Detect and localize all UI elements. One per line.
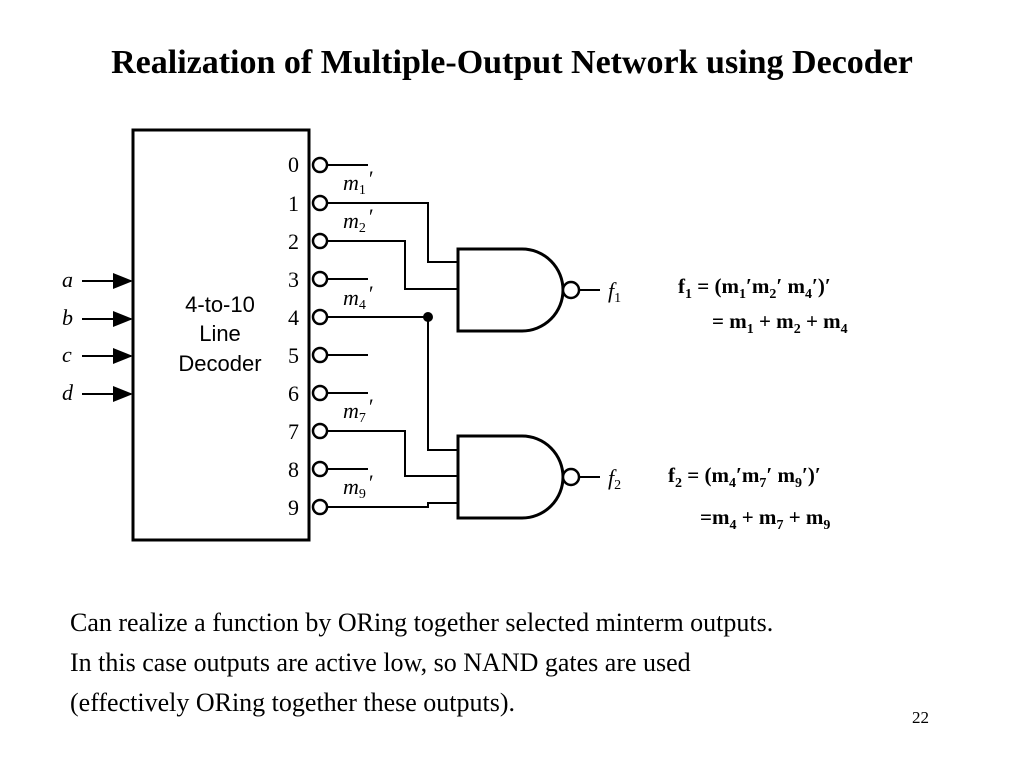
output-pin-2: 2 [288, 229, 299, 254]
nand-gate-1-bubble [561, 280, 581, 300]
output-pin-1: 1 [288, 191, 299, 216]
output-pin-0: 0 [288, 152, 299, 177]
minterm-label-m7: m7′ [343, 394, 374, 426]
output-bubble-0 [311, 156, 329, 174]
nand-gate-2 [456, 434, 600, 520]
input-label-c: c [62, 342, 72, 367]
equation-f2-line-1: f2 = (m4′m7′ m9′)′ [668, 463, 821, 491]
minterm-label-m9: m9′ [343, 470, 374, 502]
explanation-line-3: (effectively ORing together these output… [70, 688, 516, 717]
slide-title: Realization of Multiple-Output Network u… [111, 44, 913, 81]
output-bubble-7 [311, 422, 329, 440]
minterm-label-m2: m2′ [343, 204, 374, 236]
output-bubble-6 [311, 384, 329, 402]
input-label-a: a [62, 267, 73, 292]
decoder-label-line-3: Decoder [178, 351, 261, 376]
output-bubble-3 [311, 270, 329, 288]
input-label-d: d [62, 380, 74, 405]
equation-f2-line-2: =m4 + m7 + m9 [700, 505, 830, 533]
output-bubble-8 [311, 460, 329, 478]
output-pin-9: 9 [288, 495, 299, 520]
circuit-wires [327, 202, 458, 508]
explanation-line-1: Can realize a function by ORing together… [70, 608, 774, 637]
output-pin-8: 8 [288, 457, 299, 482]
decoder-inputs: a b c d [62, 267, 133, 405]
equation-f1-line-1: f1 = (m1′m2′ m4′)′ [678, 274, 831, 302]
decoder-block [131, 128, 311, 542]
minterm-label-m4: m4′ [343, 281, 374, 313]
output-bubble-1 [311, 194, 329, 212]
page-number: 22 [912, 708, 929, 727]
output-pin-3: 3 [288, 267, 299, 292]
output-pin-5: 5 [288, 343, 299, 368]
output-bubble-9 [311, 498, 329, 516]
output-pin-4: 4 [288, 305, 299, 330]
decoder-label-line-1: 4-to-10 [185, 292, 255, 317]
gate-output-f2: f2 [608, 465, 621, 493]
explanation-line-2: In this case outputs are active low, so … [70, 648, 691, 677]
output-pin-7: 7 [288, 419, 299, 444]
explanation-text: Can realize a function by ORing together… [70, 603, 1010, 723]
nand-gate-2-bubble [561, 467, 581, 487]
output-bubble-4 [311, 308, 329, 326]
output-bubble-2 [311, 232, 329, 250]
minterm-label-m1: m1′ [343, 166, 374, 198]
unused-output-stubs [327, 164, 368, 470]
nand-gate-1 [456, 247, 600, 333]
equation-f1-line-2: = m1 + m2 + m4 [712, 309, 848, 337]
output-pin-6: 6 [288, 381, 299, 406]
decoder-label-line-2: Line [199, 321, 241, 346]
input-label-b: b [62, 305, 73, 330]
gate-output-f1: f1 [608, 278, 621, 306]
output-bubble-5 [311, 346, 329, 364]
junction-dot [423, 312, 433, 322]
